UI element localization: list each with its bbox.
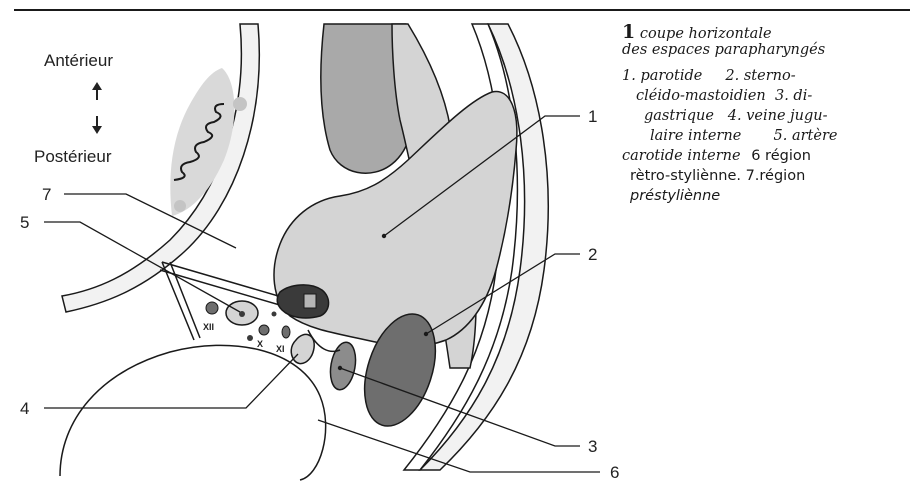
legend-line7-b: 6 région <box>751 148 811 164</box>
leader-2-dot <box>424 332 428 336</box>
callout-7: 7 <box>42 185 51 204</box>
nerve-small-dot-1 <box>247 335 253 341</box>
nerve-xi-dot <box>282 326 290 338</box>
legend-line5: gastrique 4. veine jugu- <box>622 106 918 126</box>
callout-3: 3 <box>588 437 597 456</box>
legend-line9: préstyliènne <box>622 186 918 206</box>
nerve-x-dot <box>259 325 269 335</box>
legend: 1 coupe horizontale des espaces paraphar… <box>622 22 918 206</box>
nerve-xii-dot <box>206 302 218 314</box>
legend-line7-a: carotide interne <box>622 148 741 164</box>
posterior-label: Postérieur <box>34 147 112 166</box>
legend-line8: rètro-styliènne. 7.région <box>622 166 918 186</box>
digastric <box>327 340 359 391</box>
vertebral-body <box>60 345 326 480</box>
nerve-x-label: X <box>257 339 263 349</box>
posterior-arrow-icon <box>92 116 102 134</box>
callout-6: 6 <box>610 463 619 482</box>
legend-line7: carotide interne 6 région <box>622 146 918 166</box>
anterior-arrow-icon <box>92 82 102 100</box>
nerve-small-dot-2 <box>272 312 277 317</box>
callout-5: 5 <box>20 213 29 232</box>
styloid-notch <box>304 294 316 308</box>
stylian-diaphragm <box>160 262 292 340</box>
callout-4: 4 <box>20 399 29 418</box>
callout-1: 1 <box>588 107 597 126</box>
anterior-label: Antérieur <box>44 51 113 70</box>
internal-jugular-vein <box>291 334 314 363</box>
callout-2: 2 <box>588 245 597 264</box>
legend-line6: laire interne 5. artère <box>622 126 918 146</box>
nerve-xii-label: XII <box>203 322 214 332</box>
legend-line3: 1. parotide 2. sterno- <box>622 66 918 86</box>
legend-title-line2: des espaces parapharyngés <box>622 40 918 60</box>
legend-line4: cléido-mastoidien 3. di- <box>622 86 918 106</box>
leader-3-dot <box>338 366 342 370</box>
styloid-process <box>277 285 328 318</box>
pharynx-spot-2 <box>174 200 186 212</box>
pharynx-spot-1 <box>233 97 247 111</box>
nerve-xi-label: XI <box>276 344 285 354</box>
leader-1-dot <box>382 234 386 238</box>
